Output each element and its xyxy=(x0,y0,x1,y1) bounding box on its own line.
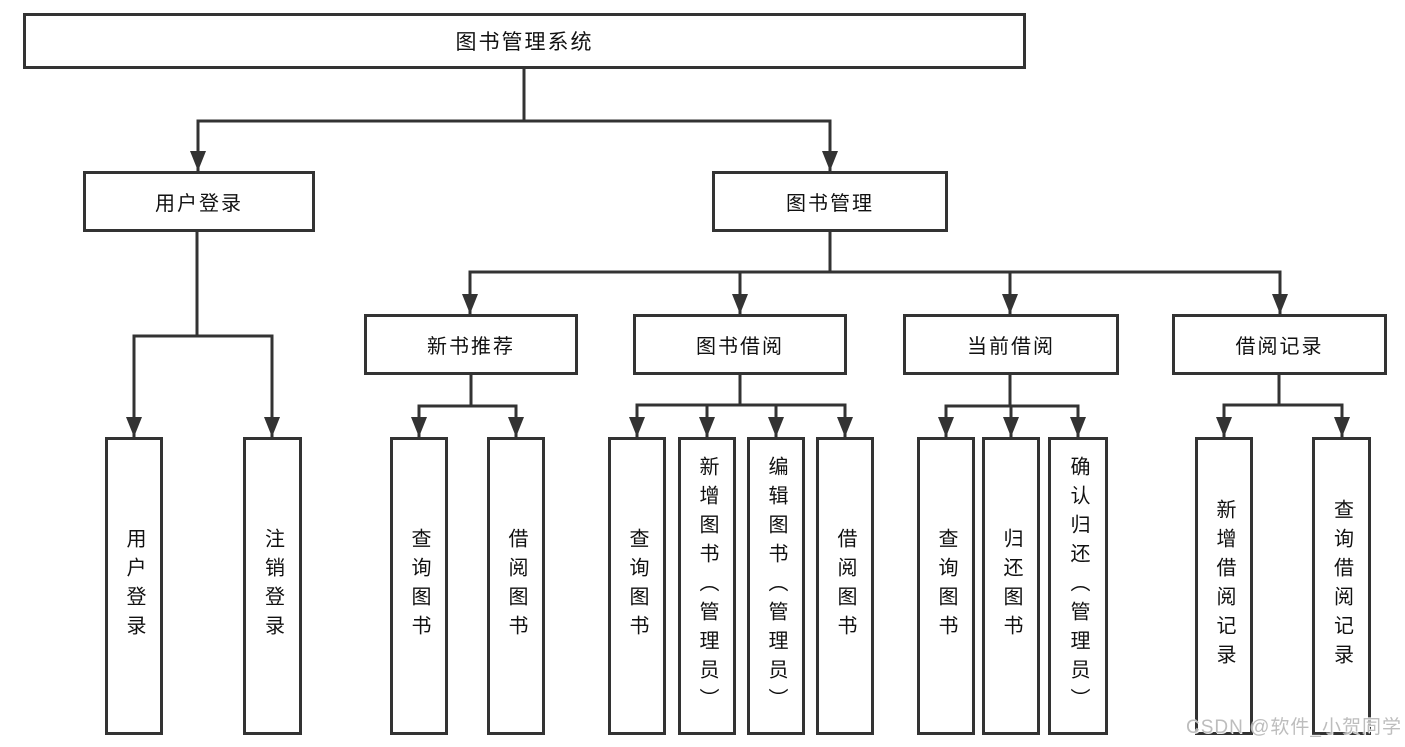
connector-line xyxy=(196,119,832,171)
node-book-borrowing: 图书借阅 xyxy=(633,314,847,375)
connector-user-login-children xyxy=(126,232,280,437)
node-label: 查询图书 xyxy=(935,528,957,644)
connector-line xyxy=(132,334,274,437)
node-label: 注销登录 xyxy=(261,528,284,644)
node-label: 新书推荐 xyxy=(427,336,515,358)
node-user-login: 用户登录 xyxy=(105,437,163,735)
node-confirm-return-admin: 确认归还（管理员） xyxy=(1048,437,1108,735)
connector-root-to-level2 xyxy=(190,68,838,171)
node-add-borrow-record: 新增借阅记录 xyxy=(1195,437,1253,735)
node-add-books-admin: 新增图书（管理员） xyxy=(678,437,736,735)
arrowhead-icon xyxy=(1334,417,1350,437)
node-query-borrow-record: 查询借阅记录 xyxy=(1312,437,1371,735)
arrowhead-icon xyxy=(462,294,478,314)
csdn-watermark: CSDN @软件_小贺同学 xyxy=(1186,717,1402,738)
arrowhead-icon xyxy=(768,417,784,437)
node-logout-login: 注销登录 xyxy=(243,437,302,735)
arrowhead-icon xyxy=(264,417,280,437)
connector-line xyxy=(468,270,1282,314)
arrowhead-icon xyxy=(732,294,748,314)
node-label: 当前借阅 xyxy=(967,336,1055,358)
connector-book-borrow-children xyxy=(629,375,853,437)
arrowhead-icon xyxy=(1272,294,1288,314)
node-borrow-records: 借阅记录 xyxy=(1172,314,1387,375)
arrowhead-icon xyxy=(126,417,142,437)
node-label: 新增图书（管理员） xyxy=(696,455,718,717)
arrowhead-icon xyxy=(938,417,954,437)
node-borrowing-query-books: 查询图书 xyxy=(608,437,666,735)
arrowhead-icon xyxy=(1003,417,1019,437)
node-library-management-system: 图书管理系统 xyxy=(23,13,1026,69)
node-user-login-branch: 用户登录 xyxy=(83,171,315,232)
node-label: 查询图书 xyxy=(408,528,430,644)
node-new-book-recommendation: 新书推荐 xyxy=(364,314,578,375)
node-label: 归还图书 xyxy=(1000,528,1022,644)
arrowhead-icon xyxy=(1070,417,1086,437)
node-book-management-branch: 图书管理 xyxy=(712,171,948,232)
connector-line xyxy=(417,404,518,437)
node-label: 图书借阅 xyxy=(696,336,784,358)
node-label: 用户登录 xyxy=(155,193,243,215)
arrowhead-icon xyxy=(1002,294,1018,314)
connector-book-mgmt-children xyxy=(462,232,1288,314)
connector-line xyxy=(635,403,847,437)
connector-borrow-records-children xyxy=(1216,375,1350,437)
arrowhead-icon xyxy=(190,151,206,171)
node-label: 图书管理 xyxy=(786,193,874,215)
arrowhead-icon xyxy=(822,151,838,171)
node-label: 借阅记录 xyxy=(1235,336,1324,358)
node-label: 图书管理系统 xyxy=(455,31,594,54)
connector-current-borrow-children xyxy=(938,375,1086,437)
arrowhead-icon xyxy=(837,417,853,437)
arrowhead-icon xyxy=(1216,417,1232,437)
node-current-query-books: 查询图书 xyxy=(917,437,975,735)
node-label: 编辑图书（管理员） xyxy=(765,455,787,717)
node-borrowing-borrow-books: 借阅图书 xyxy=(816,437,874,735)
arrowhead-icon xyxy=(629,417,645,437)
node-recommend-query-books: 查询图书 xyxy=(390,437,448,735)
node-label: 新增借阅记录 xyxy=(1213,499,1235,673)
arrowhead-icon xyxy=(411,417,427,437)
node-recommend-borrow-books: 借阅图书 xyxy=(487,437,545,735)
node-label: 借阅图书 xyxy=(505,528,527,644)
arrowhead-icon xyxy=(699,417,715,437)
connector-new-book-rec-children xyxy=(411,375,524,437)
node-current-borrowing: 当前借阅 xyxy=(903,314,1119,375)
node-label: 确认归还（管理员） xyxy=(1067,455,1089,717)
node-label: 借阅图书 xyxy=(834,528,856,644)
node-label: 查询图书 xyxy=(626,528,648,644)
node-label: 用户登录 xyxy=(123,528,145,644)
connector-line xyxy=(1222,403,1344,437)
node-edit-books-admin: 编辑图书（管理员） xyxy=(747,437,805,735)
arrowhead-icon xyxy=(508,417,524,437)
node-return-books: 归还图书 xyxy=(982,437,1040,735)
node-label: 查询借阅记录 xyxy=(1330,499,1353,673)
